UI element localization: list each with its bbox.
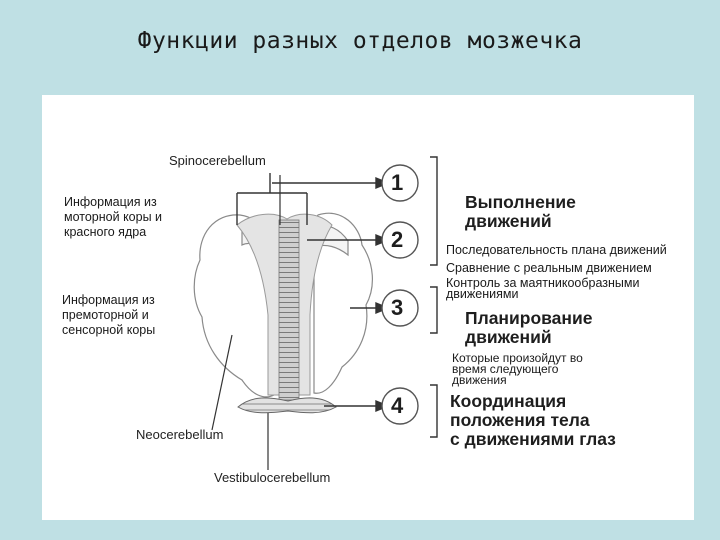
function-execution: Выполнение движений — [465, 193, 576, 231]
input-premotor-cortex: Информация из премоторной и сенсорной ко… — [62, 293, 155, 338]
function-execution-line: Выполнение — [465, 192, 576, 212]
number-2: 2 — [391, 227, 404, 252]
input-motor-line: Информация из — [64, 195, 157, 209]
function-planning-line: движений — [465, 327, 552, 347]
number-3: 3 — [391, 295, 404, 320]
function-execution-line: движений — [465, 211, 552, 231]
execution-detail-line: Сравнение с реальным движением — [446, 261, 652, 275]
execution-details: Последовательность плана движений Сравне… — [446, 241, 667, 301]
planning-details: Которые произойдут во время следующего д… — [452, 351, 583, 387]
vermis-zone — [278, 219, 300, 401]
function-brackets — [430, 156, 438, 438]
spinocerebellum-bracket — [236, 173, 308, 225]
function-planning-line: Планирование — [465, 308, 593, 328]
function-coordination-line: с движениями глаз — [450, 429, 616, 449]
leader-lines — [211, 175, 281, 470]
number-circles — [381, 164, 419, 425]
input-premotor-line: Информация из — [62, 293, 155, 307]
function-coordination: Координация положения тела с движениями … — [450, 392, 616, 449]
input-premotor-line: премоторной и — [62, 308, 149, 322]
label-vestibulocerebellum: Vestibulocerebellum — [214, 470, 331, 485]
slide-title: Функции разных отделов мозжечка — [137, 28, 583, 54]
diagram-panel: Spinocerebellum Neocerebellum Vestibuloc… — [42, 95, 694, 520]
planning-detail-line: время следующего — [452, 362, 559, 376]
input-motor-line: моторной коры и — [64, 210, 163, 224]
execution-detail-line: движениями — [446, 287, 519, 301]
vestibulocerebellum-zone — [237, 397, 337, 414]
function-coordination-line: Координация — [450, 391, 567, 411]
label-spinocerebellum: Spinocerebellum — [169, 153, 266, 168]
label-neocerebellum: Neocerebellum — [136, 427, 224, 442]
planning-detail-line: движения — [452, 373, 507, 387]
execution-detail-line: Контроль за маятникообразными — [446, 276, 640, 290]
number-1: 1 — [391, 170, 404, 195]
number-4: 4 — [391, 393, 404, 418]
function-planning: Планирование движений — [465, 309, 592, 347]
input-premotor-line: сенсорной коры — [62, 323, 156, 337]
execution-detail-line: Последовательность плана движений — [446, 243, 667, 257]
input-motor-line: красного ядра — [64, 225, 147, 239]
cerebellum-diagram — [193, 156, 438, 470]
function-coordination-line: положения тела — [450, 410, 590, 430]
input-motor-cortex: Информация из моторной коры и красного я… — [64, 195, 162, 240]
planning-detail-line: Которые произойдут во — [452, 351, 583, 365]
